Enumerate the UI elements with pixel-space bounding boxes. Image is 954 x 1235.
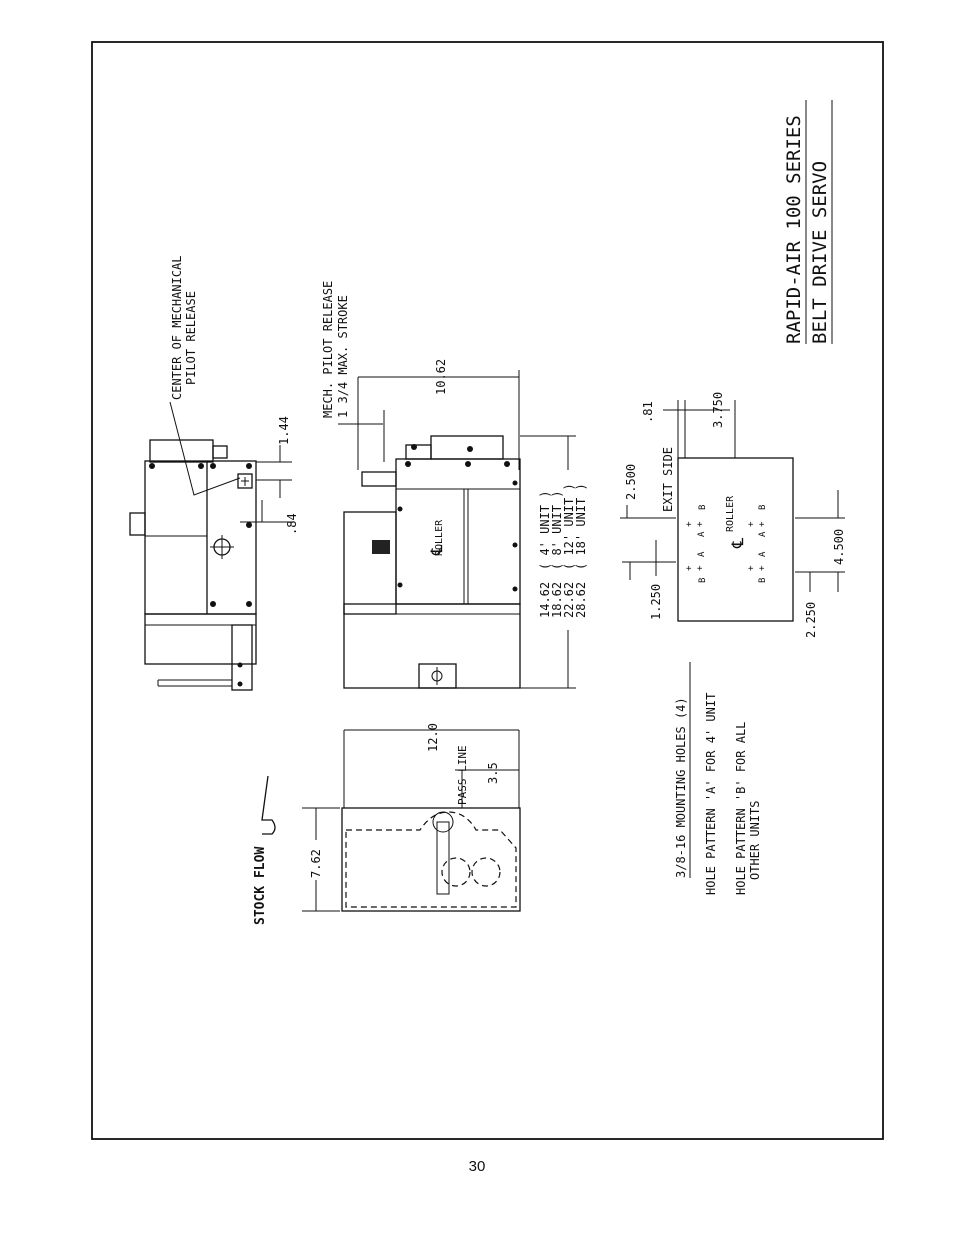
note-line-2: HOLE PATTERN 'A' FOR 4' UNIT: [704, 693, 718, 895]
svg-text:+: +: [697, 520, 703, 530]
hole-a-2: A: [758, 531, 768, 537]
front-view: MECH. PILOT RELEASE 1 3/4 MAX. STROKE 10…: [321, 281, 588, 689]
dim-2-250: 2.250: [804, 602, 818, 638]
hole-plate: [677, 457, 794, 622]
knurled-knob: [372, 540, 390, 554]
hole-pattern-view: .81 3.750 2.500 EXIT SIDE + + + + + + + + A …: [620, 392, 846, 638]
length-unit-4ft: ( 4' UNIT ): [538, 491, 552, 570]
pilot-release-box: [237, 473, 253, 489]
hole-b-4: B: [758, 578, 768, 583]
callout-leader: [169, 401, 241, 496]
end-view: 12.0 PASS LINE 3.5 7.62 STOCK FLOW: [253, 723, 521, 925]
length-table: 14.62 ( 4' UNIT ) 18.62 ( 8' UNIT ) 22.6…: [538, 483, 588, 618]
stock-flow-label: STOCK FLOW: [253, 847, 268, 925]
length-value-4ft: 14.62: [538, 582, 552, 618]
hole-markers: + + + + + + + + A B A B A B A B: [686, 505, 768, 583]
motor-body: [144, 460, 257, 615]
front-callout-line-2: 1 3/4 MAX. STROKE: [336, 295, 350, 418]
stock-flow-arrow: [261, 775, 276, 835]
exit-side-label: EXIT SIDE: [661, 447, 675, 512]
length-unit-8ft: ( 8' UNIT ): [550, 491, 564, 570]
hole-b-1: B: [698, 505, 708, 510]
dim-1-250: 1.250: [649, 584, 663, 620]
note-line-3: HOLE PATTERN 'B' FOR ALL: [734, 722, 748, 895]
front-cap: [430, 435, 504, 460]
roller-circle-a: [441, 857, 471, 887]
hole-b-3: B: [698, 578, 708, 583]
front-main-housing: [395, 458, 521, 605]
motor-cap: [149, 439, 214, 463]
length-unit-18ft: ( 18' UNIT ): [574, 483, 588, 570]
title-block: RAPID-AIR 100 SERIES BELT DRIVE SERVO: [783, 100, 833, 344]
svg-text:+: +: [686, 520, 692, 530]
svg-text:+: +: [759, 564, 765, 574]
title-line-2: BELT DRIVE SERVO: [809, 161, 831, 344]
front-roller-label: ROLLER: [434, 519, 445, 556]
hole-roller-cl: ℄: [728, 537, 747, 549]
page-number: 30: [468, 1158, 486, 1175]
dim-3-5: 3.5: [486, 762, 500, 784]
dim-0-84: .84: [285, 513, 299, 535]
dim-0-81: .81: [641, 401, 655, 423]
drawing-border: [91, 41, 884, 1140]
side-shaft-stub: [129, 512, 146, 536]
dim-2-500: 2.500: [624, 464, 638, 500]
shaft-circle-top: [432, 811, 454, 833]
length-value-12ft: 22.62: [562, 582, 576, 618]
end-view-outline: [345, 811, 517, 908]
hole-a-4: A: [758, 551, 768, 557]
side-view-callout-line-1: CENTER OF MECHANICAL: [170, 256, 184, 401]
svg-text:+: +: [686, 564, 692, 574]
front-handle: [361, 471, 397, 487]
dim-10-62: 10.62: [434, 359, 448, 395]
hole-a-1: A: [697, 531, 707, 537]
side-bracket: [231, 624, 253, 691]
end-view-body: [341, 807, 521, 912]
note-line-4: OTHER UNITS: [748, 801, 762, 880]
side-view-callout-line-2: PILOT RELEASE: [184, 291, 198, 385]
dim-3-750: 3.750: [711, 392, 725, 428]
svg-text:+: +: [697, 564, 703, 574]
front-roller-cl: ℄: [427, 544, 446, 556]
motor-cap-knob: [212, 445, 228, 459]
dim-1-44: 1.44: [277, 416, 291, 445]
dim-12-0: 12.0: [426, 723, 440, 752]
dim-7-62: 7.62: [309, 849, 323, 878]
dim-4-500: 4.500: [832, 529, 846, 565]
front-callout-line-1: MECH. PILOT RELEASE: [321, 281, 335, 418]
svg-text:+: +: [748, 520, 754, 530]
roller-circle-b: [471, 857, 501, 887]
length-value-8ft: 18.62: [550, 582, 564, 618]
hole-a-3: A: [697, 551, 707, 557]
svg-text:+: +: [759, 520, 765, 530]
note-line-1: 3/8-16 MOUNTING HOLES (4): [674, 697, 688, 878]
front-knob: [405, 444, 432, 460]
length-value-18ft: 28.62: [574, 582, 588, 618]
side-base: [144, 613, 257, 665]
notes-block: 3/8-16 MOUNTING HOLES (4) HOLE PATTERN '…: [674, 662, 762, 895]
hole-roller-label: ROLLER: [725, 495, 736, 532]
hole-b-2: B: [758, 505, 768, 510]
length-unit-12ft: ( 12' UNIT ): [562, 483, 576, 570]
title-line-1: RAPID-AIR 100 SERIES: [783, 115, 805, 344]
side-view: CENTER OF MECHANICAL PILOT RELEASE: [129, 256, 299, 691]
front-left-block: [343, 511, 397, 615]
svg-text:+: +: [748, 564, 754, 574]
front-lower-tab: [418, 663, 457, 689]
shaft-bar: [436, 821, 450, 895]
